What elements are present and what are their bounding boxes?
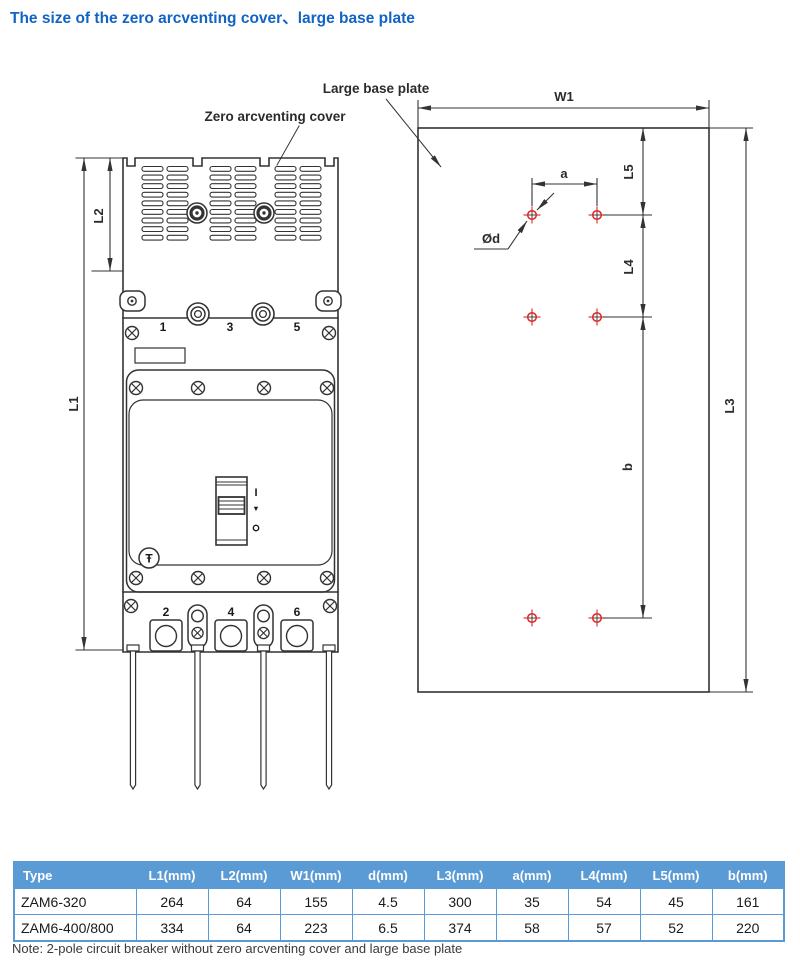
screw-icon [256,570,272,586]
cell-l3: 300 [423,888,497,915]
cell-l5: 45 [639,888,713,915]
callout-large-base-plate: Large base plate [323,81,430,96]
breaker-front-view: 1 3 5 I ▼ Ŧ [66,109,346,791]
trip-button: Ŧ [138,547,160,569]
dim-label-b: b [620,463,635,471]
top-terminal-screw-icon [186,302,210,326]
screw-icon [190,380,206,396]
cell-l1: 264 [135,888,209,915]
cell-a: 35 [495,888,569,915]
cell-l5: 52 [639,914,713,942]
terminal-number-3: 3 [227,320,234,334]
dim-label-l1: L1 [66,396,81,411]
col-header-type: Type [13,861,137,889]
screw-icon [322,598,338,614]
cell-b: 220 [711,914,785,942]
cell-l4: 54 [567,888,641,915]
dimension-l3 [709,127,753,693]
table-row: ZAM6-400/800 334 64 223 6.5 374 58 57 52… [13,914,785,942]
dimension-chain-right [603,128,652,619]
trip-symbol: Ŧ [145,552,153,566]
screw-icon [319,570,335,586]
cell-l3: 374 [423,914,497,942]
top-terminal-screw-icon [251,302,275,326]
mounting-ear-right [315,290,342,312]
switch-off-indicator-icon [252,524,260,532]
switch-direction-arrow-icon: ▼ [252,504,259,513]
screw-icon [128,380,144,396]
terminal-number-2: 2 [163,605,170,619]
page-title: The size of the zero arcventing cover、la… [10,10,415,27]
rating-label-plate [134,347,186,364]
col-header-l3: L3(mm) [423,861,497,889]
col-header-w1: W1(mm) [279,861,353,889]
screw-icon [190,570,206,586]
col-header-l2: L2(mm) [207,861,281,889]
mounting-ear-left [119,290,146,312]
cell-a: 58 [495,914,569,942]
cell-w1: 223 [279,914,353,942]
cell-l2: 64 [207,914,281,942]
col-header-b: b(mm) [711,861,785,889]
terminal-number-5: 5 [294,320,301,334]
base-plate-outline [417,127,710,693]
cell-type: ZAM6-320 [13,888,137,915]
cell-l4: 57 [567,914,641,942]
screw-icon [319,380,335,396]
screw-icon [123,598,139,614]
dim-label-d: Ød [482,231,500,246]
callout-zero-arcventing-cover: Zero arcventing cover [204,109,346,124]
dimension-l1 [75,157,124,651]
cell-type: ZAM6-400/800 [13,914,137,942]
dim-label-l2: L2 [91,208,106,223]
connection-pins [126,644,336,791]
col-header-l4: L4(mm) [567,861,641,889]
switch-on-mark: I [254,487,257,499]
terminal-number-6: 6 [294,605,301,619]
cover-screw-icon [185,201,209,225]
cell-l2: 64 [207,888,281,915]
screw-icon [128,570,144,586]
col-header-l1: L1(mm) [135,861,209,889]
dimension-l2 [91,157,124,272]
dimension-a [531,178,598,206]
dimension-hole-diameter: Ød [474,192,555,250]
cell-d: 4.5 [351,888,425,915]
terminal-number-1: 1 [160,320,167,334]
dim-label-a: a [560,166,568,181]
technical-drawing: 1 3 5 I ▼ Ŧ [66,81,753,791]
cell-l1: 334 [135,914,209,942]
double-screw-terminals [187,604,274,649]
dimension-table: Type L1(mm) L2(mm) W1(mm) d(mm) L3(mm) a… [13,861,785,942]
dim-label-l4: L4 [621,259,636,275]
cover-screw-icon [252,201,276,225]
table-row: ZAM6-320 264 64 155 4.5 300 35 54 45 161 [13,888,785,915]
toggle-handle [215,476,248,546]
col-header-d: d(mm) [351,861,425,889]
footnote: Note: 2-pole circuit breaker without zer… [12,941,463,956]
base-plate-view: Large base plate W1 a Ød [323,81,753,693]
col-header-a: a(mm) [495,861,569,889]
cell-d: 6.5 [351,914,425,942]
dimension-w1 [417,100,710,128]
screw-icon [124,325,140,341]
dim-label-l5: L5 [621,164,636,179]
cell-b: 161 [711,888,785,915]
screw-icon [256,380,272,396]
cell-w1: 155 [279,888,353,915]
dim-label-w1: W1 [554,89,574,104]
vent-slots [141,165,322,241]
terminal-number-4: 4 [228,605,235,619]
screw-icon [321,325,337,341]
bottom-terminal-pads [149,619,314,652]
col-header-l5: L5(mm) [639,861,713,889]
table-header-row: Type L1(mm) L2(mm) W1(mm) d(mm) L3(mm) a… [13,861,785,889]
dim-label-l3: L3 [722,398,737,413]
